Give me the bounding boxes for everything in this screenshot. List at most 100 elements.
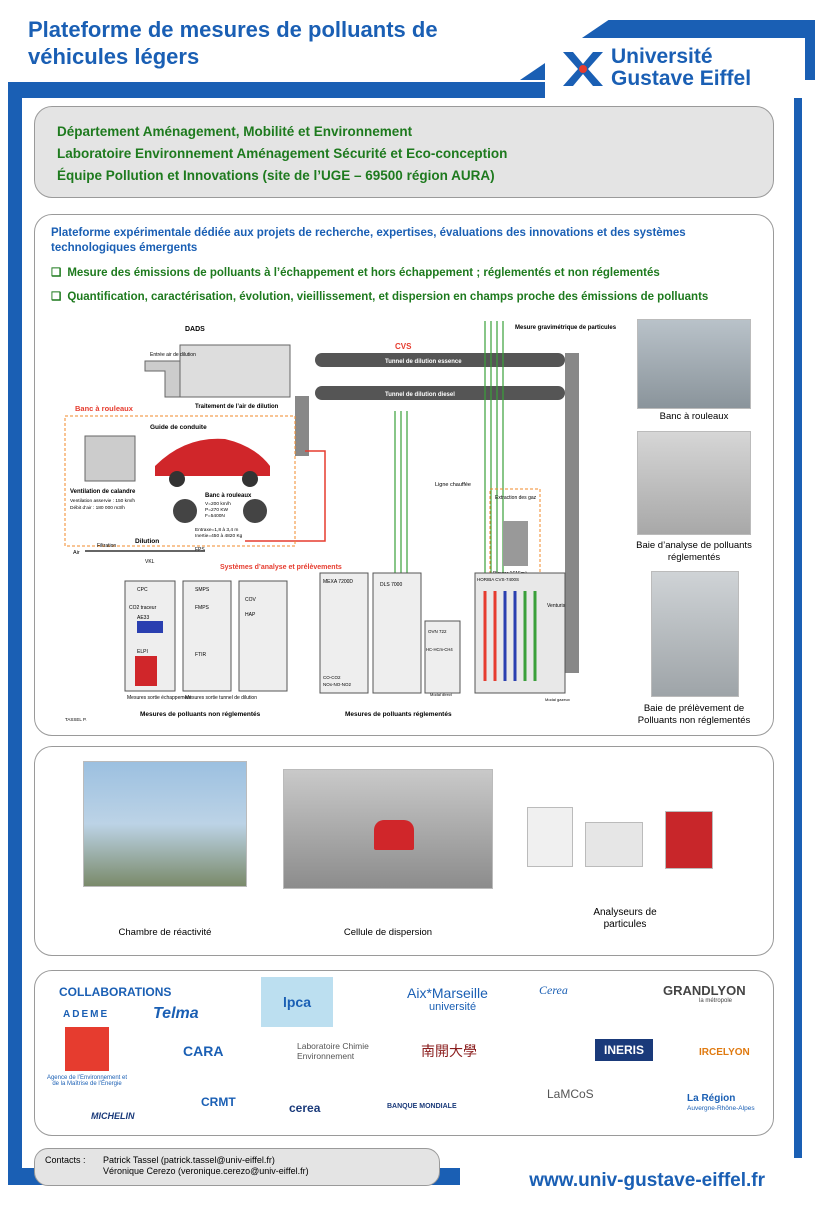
venturis-label: Venturis — [547, 603, 566, 609]
caption-banc: Banc à rouleaux — [659, 411, 729, 422]
lce-logo: Laboratoire Chimie Environnement — [297, 1041, 369, 1061]
cov-label: COV — [245, 597, 257, 603]
banc-spec-1: V=200 km/h — [205, 501, 231, 507]
filtration-label: Filtration — [97, 543, 116, 549]
mexa-label: MEXA 7200D — [323, 579, 353, 585]
extraction-label: Extraction des gaz — [495, 495, 537, 501]
page-title: Plateforme de mesures de polluants de vé… — [28, 17, 438, 69]
banc-label: Banc à rouleaux — [75, 404, 134, 413]
riser-pipe — [565, 353, 579, 673]
ircelyon-logo: IRCELYON — [699, 1047, 750, 1058]
contact-2: Véronique Cerezo (veronique.cerezo@univ-… — [103, 1166, 309, 1176]
ademe-icon — [65, 1027, 109, 1071]
dads-label: DADS — [185, 326, 205, 333]
platform-bullet-2: Quantification, caractérisation, évoluti… — [51, 290, 708, 305]
cvs-label: CVS — [395, 342, 412, 351]
car-wheel-rear — [242, 471, 258, 487]
logo-line-2: Gustave Eiffel — [611, 67, 752, 90]
chamber-box: Chambre de réactivité Cellule de dispers… — [34, 746, 774, 956]
np-label: Mesures de polluants non réglementés — [140, 711, 261, 718]
smps-label: SMPS — [195, 587, 210, 593]
nankai-logo: 南開大學 — [421, 1043, 477, 1059]
caption-analyseurs: Analyseurs de particules — [593, 907, 657, 930]
cpc-label: CPC — [137, 587, 148, 593]
region-sub: Auvergne-Rhône-Alpes — [687, 1105, 755, 1112]
ligne-label: Ligne chauffée — [435, 482, 471, 488]
collaborations-box: COLLABORATIONS ADEME Agence de l’Environ… — [34, 970, 774, 1136]
dept-line-2: Laboratoire Environnement Aménagement Sé… — [57, 146, 508, 161]
horiba-label: HORIBA CVS-7400S — [477, 577, 519, 582]
process-diagram: DADS Entrée air de dilution Traitement d… — [64, 321, 617, 722]
tunnel-diesel-label: Tunnel de dilution diesel — [385, 392, 455, 398]
dads-unit — [179, 344, 291, 398]
roller-1 — [173, 499, 197, 523]
dept-line-3: Équipe Pollution et Innovations (site de… — [57, 168, 495, 183]
fan-unit — [84, 435, 136, 482]
systemes-label: Systèmes d’analyse et prélèvements — [220, 564, 342, 571]
photo-baie-prelev — [651, 571, 739, 697]
modal2-label: Modal gazeux — [545, 697, 570, 702]
rack-group-2 — [319, 572, 566, 694]
dads-inlet — [144, 360, 181, 398]
ocerea-logo: cerea — [289, 1101, 321, 1115]
fps-label: FPS — [195, 547, 205, 553]
lpca-logo: lpca — [261, 977, 333, 1027]
ugexe-logo-icon — [563, 52, 603, 86]
platform-intro: Plateforme expérimentale dédiée aux proj… — [51, 227, 686, 254]
caption-baie-analyse: Baie d’analyse de polluants réglementés — [636, 540, 752, 563]
ae33-label: AE33 — [137, 615, 149, 621]
elpi-label: ELPI — [137, 649, 148, 655]
mesure-grav-label: Mesure gravimétrique de particules — [515, 325, 617, 331]
grandlyon-logo: GRANDLYON — [663, 983, 746, 998]
fmps-label: FMPS — [195, 605, 210, 611]
ovn-label: OVN 722 — [428, 629, 447, 634]
michelin-logo: MICHELIN — [91, 1111, 135, 1121]
vkl-label: VKL — [145, 559, 155, 565]
telma-logo: Telma — [153, 1005, 199, 1022]
reg-label: Mesures de polluants réglementés — [345, 711, 452, 718]
sortie2-label: Mesures sortie tunnel de dilution — [185, 695, 257, 701]
metropole-label: la métropole — [699, 998, 733, 1004]
red-line — [245, 450, 326, 542]
photo-cellule — [283, 769, 493, 889]
aix-logo: Aix*Marseille — [407, 985, 488, 1001]
dls-label: DLS 7000 — [380, 582, 402, 588]
platform-bullet-1: Mesure des émissions de polluants à l’éc… — [51, 266, 659, 281]
university-logo: Université Gustave Eiffel — [545, 38, 805, 98]
vent-detail: Ventilation asservie : 150 km/h — [70, 498, 135, 504]
dilution-label: Dilution — [135, 538, 159, 545]
caption-chambre: Chambre de réactivité — [118, 927, 212, 938]
car-wheel-front — [169, 471, 185, 487]
rack-group-1 — [124, 580, 288, 692]
cerea-logo: Cerea — [539, 983, 568, 997]
website-link[interactable]: www.univ-gustave-eiffel.fr — [529, 1170, 765, 1191]
contacts-label: Contacts : — [45, 1155, 86, 1165]
sample-lines — [394, 321, 504, 611]
tunnel-essence-label: Tunnel de dilution essence — [385, 359, 462, 365]
crmt-logo: CRMT — [201, 1095, 236, 1109]
nox-label: NOx-NO-NO2 — [323, 682, 351, 687]
department-box: Département Aménagement, Mobilité et Env… — [34, 106, 774, 198]
dept-line-1: Département Aménagement, Mobilité et Env… — [57, 124, 413, 139]
air-label: Air — [73, 550, 80, 556]
cara-logo: CARA — [183, 1043, 224, 1059]
aix-univ: université — [429, 1001, 477, 1013]
venturi-tubes — [483, 591, 537, 681]
photo-banc — [637, 319, 751, 409]
banc2-label: Banc à rouleaux — [205, 493, 252, 499]
coco2-label: CO-CO2 — [323, 675, 341, 680]
entraxe-label: Entraxe=1,8 à 3,4 m — [195, 527, 238, 533]
banc-box — [64, 415, 296, 547]
caption-baie-prelev: Baie de prélèvement de Polluants non rég… — [637, 703, 751, 726]
banc-spec-2: P=270 KW — [205, 507, 229, 513]
banque-logo: BANQUE MONDIALE — [387, 1103, 457, 1110]
analyser-1 — [527, 807, 573, 867]
traitement-label: Traitement de l’air de dilution — [195, 404, 279, 410]
ineris-logo: INERIS — [595, 1039, 653, 1061]
debit-label: Débit d’air : 180 000 m3/h — [70, 505, 125, 511]
ventilation-label: Ventilation de calandre — [70, 489, 136, 495]
ademe-sub: Agence de l’Environnement et de la Maîtr… — [46, 1075, 128, 1087]
analyser-2 — [585, 822, 643, 867]
contact-1: Patrick Tassel (patrick.tassel@univ-eiff… — [103, 1155, 275, 1165]
co2-label: CO2 traceur — [129, 605, 157, 611]
